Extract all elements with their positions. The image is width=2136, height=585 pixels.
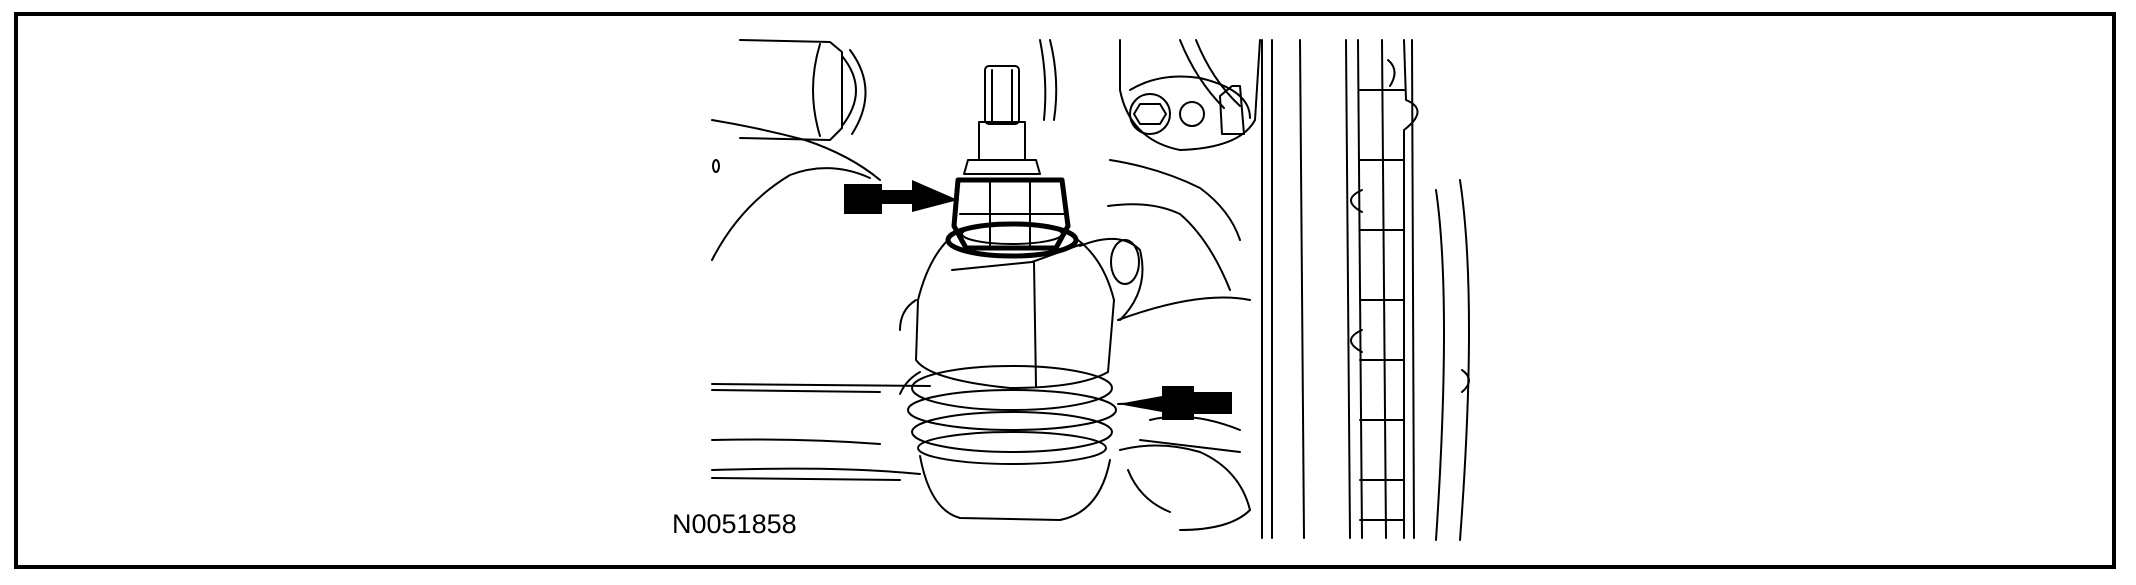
callout-arrow-upper — [844, 180, 959, 214]
steering-knuckle — [899, 159, 1251, 395]
upper-bracket — [1039, 39, 1261, 151]
upper-arm — [711, 39, 881, 261]
figure-frame — [14, 12, 2116, 569]
figure-id-label: N0051858 — [672, 509, 797, 539]
ball-joint-boot — [711, 365, 1117, 521]
brake-rotor — [1261, 39, 1470, 541]
ball-joint-stud — [963, 65, 1041, 175]
callout-arrow-lower — [1117, 386, 1232, 420]
ball-joint-nut — [945, 177, 1079, 259]
